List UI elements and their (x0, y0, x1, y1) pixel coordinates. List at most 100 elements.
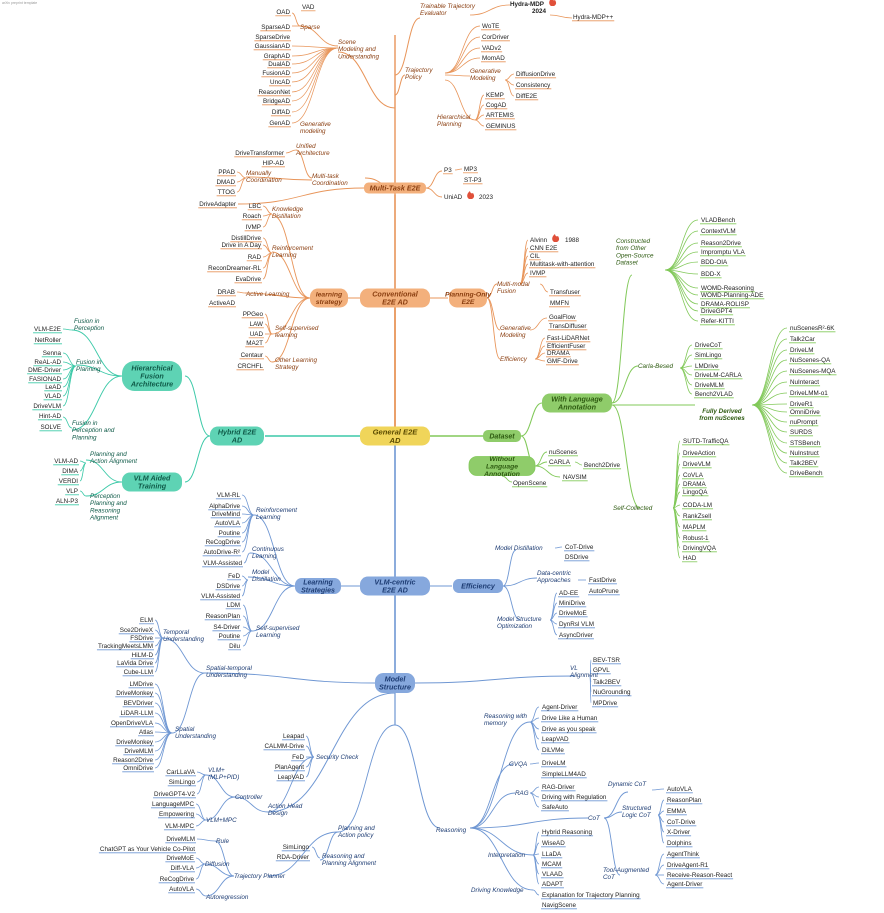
connector (62, 365, 77, 397)
connector (751, 359, 788, 406)
connector (247, 576, 296, 587)
category-efficiency-mid: Efficiency (500, 356, 528, 363)
connector (672, 507, 681, 559)
leaf-nuscenes-qa: NuScenes-QA (790, 357, 831, 364)
connector (236, 171, 247, 179)
category-reasoning: Reasoning (436, 827, 467, 834)
leaf-law: LAW (250, 321, 263, 328)
leaf-diffusiondrive: DiffusionDrive (516, 71, 556, 78)
connector (195, 863, 206, 880)
leaf-fast-lidarnet: Fast-LiDARNet (547, 335, 590, 342)
leaf-autovla-ar: AutoVLA (169, 886, 195, 893)
leaf-drivelm: DriveLM (790, 347, 813, 354)
label-hydra-year: 2024 (532, 8, 547, 15)
leaf-simlingo-rpa: SimLingo (283, 844, 310, 851)
leaf-agent-driver: Agent-Driver (542, 704, 577, 711)
leaf-autovla-cot: AutoVLA (667, 786, 693, 793)
leaf-driver1: DriveR1 (790, 401, 813, 408)
label-alvinn: Alvinn (530, 237, 548, 244)
leaf-drivelm-gvqa: DriveLM (542, 760, 565, 767)
leaf-oad: OAD (276, 9, 290, 16)
connector (291, 45, 339, 49)
leaf-vlm-e2e: VLM-E2E (34, 326, 61, 333)
connector (469, 817, 589, 829)
connector (262, 213, 273, 228)
leaf-coda-lm: CODA-LM (683, 502, 712, 509)
connector (241, 494, 255, 516)
connector (529, 762, 540, 765)
leaf-dima: DIMA (62, 468, 79, 475)
connector (249, 552, 296, 587)
connector (529, 317, 548, 331)
connector (474, 119, 485, 127)
leaf-drivemlm: DriveMLM (695, 382, 724, 389)
leaf-p3: P3 (444, 167, 452, 174)
leaf-nuinteract: NuInteract (790, 379, 819, 386)
leaf-covla: CoVLA (683, 472, 704, 479)
connector (204, 863, 235, 877)
connector (664, 230, 699, 271)
leaf-dmad: DMAD (216, 179, 235, 186)
leaf-maplm: MAPLM (683, 524, 705, 531)
connector (501, 475, 513, 483)
leaf-bevdriver-sp2: BEVDriver (124, 700, 153, 707)
connector (654, 853, 665, 876)
leaf-drivebench: DriveBench (790, 470, 823, 477)
connector (504, 79, 515, 97)
connector (414, 675, 576, 684)
leaf-planagent-sec: PlanAgent (275, 764, 304, 771)
leaf-driving-with-regulation: Driving with Regulation (542, 794, 607, 801)
leaf-drama: DRAMA (547, 350, 571, 357)
leaf-bench2vlad: Bench2VLAD (695, 391, 733, 398)
connector (425, 187, 443, 198)
connector (502, 577, 538, 587)
leaf-omnidrive-sp9: OmniDrive (123, 765, 153, 772)
connector (71, 329, 123, 377)
connector (236, 177, 247, 193)
leaf-womd-reasoning: WOMD-Reasoning (701, 285, 754, 292)
connector (75, 364, 123, 377)
leaf-lbc: LBC (249, 203, 262, 210)
connector (305, 756, 315, 778)
connector (234, 796, 269, 813)
leaf-vadv2: VADv2 (482, 45, 502, 52)
category-vlm-plus-mlp-pid: VLM+(MLP+PID) (208, 767, 239, 781)
category-gvqa: GVQA (509, 761, 527, 768)
leaf-roach: Roach (243, 213, 262, 220)
leaf-agentthink-tool: AgentThink (667, 851, 700, 858)
connector (205, 796, 236, 821)
leaf-drivegpt4-v2-vp: DriveGPT4-V2 (154, 791, 195, 798)
category-controller: Controller (235, 794, 263, 801)
leaf-drive-as-you-speak: Drive as you speak (542, 726, 596, 733)
flame-icon-uniad (467, 191, 475, 199)
leaf-cogad: CogAD (486, 102, 507, 109)
connector (154, 683, 173, 734)
connector (267, 692, 396, 813)
learning-strategy-box (310, 288, 348, 308)
connector (154, 712, 173, 734)
connector (311, 846, 321, 859)
connector (664, 251, 699, 271)
leaf-rag-driver: RAG-Driver (542, 784, 575, 791)
connector (469, 4, 511, 16)
connector (237, 187, 366, 205)
leaf-atlas-sp5: Atlas (139, 729, 153, 736)
category-dynamic-cot: Dynamic CoT (608, 781, 647, 788)
leaf-vlp: VLP (66, 488, 78, 495)
leaf-graphad: GraphAD (264, 53, 291, 60)
leaf-drive-in-a-day: Drive in A Day (221, 242, 261, 249)
leaf-empowering: Empowering (159, 811, 194, 818)
leaf-autoprune: AutoPrune (589, 588, 619, 595)
category-diffusion: Diffusion (205, 861, 230, 868)
connector (295, 149, 313, 179)
leaf-navigscene: NavigScene (542, 902, 576, 909)
connector (195, 888, 207, 897)
